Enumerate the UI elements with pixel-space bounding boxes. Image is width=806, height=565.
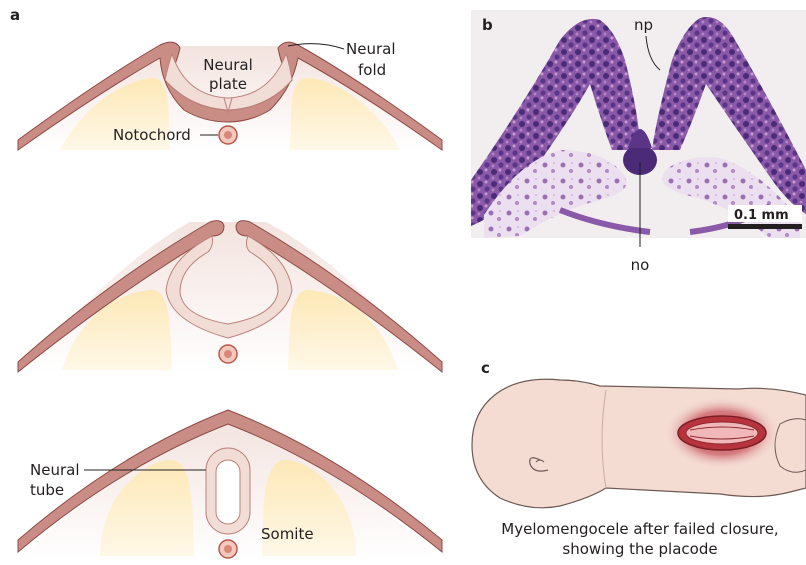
caption-line-2: showing the placode	[562, 540, 717, 558]
diagram-neural-plate: Neural plate Neural fold Notochord	[18, 40, 442, 150]
label-neural-tube-line1: Neural	[30, 461, 79, 479]
infant-buttock	[775, 419, 806, 473]
infant-illustration	[472, 379, 806, 508]
placode	[686, 422, 758, 444]
label-somite: Somite	[261, 525, 314, 543]
panel-b-letter: b	[482, 16, 493, 34]
diagram-neural-tube: Neural tube Somite	[18, 410, 442, 560]
histology-micrograph	[471, 10, 806, 238]
caption-line-1: Myelomengocele after failed closure,	[501, 520, 778, 538]
notochord-1-core	[224, 131, 232, 139]
label-no: no	[631, 256, 650, 274]
label-neural-plate-line2: plate	[209, 75, 247, 93]
scale-bar	[728, 224, 802, 229]
notochord-3-core	[224, 545, 232, 553]
label-np: np	[634, 16, 653, 34]
diagram-neural-groove	[18, 221, 442, 372]
panel-c-letter: c	[481, 359, 490, 377]
label-neural-plate-line1: Neural	[203, 56, 252, 74]
label-notochord: Notochord	[113, 126, 191, 144]
panel-a-letter: a	[10, 6, 20, 24]
notochord-2-core	[224, 350, 232, 358]
scale-bar-label: 0.1 mm	[734, 208, 789, 223]
label-neural-tube-line2: tube	[30, 481, 64, 499]
neural-tube-lumen	[216, 460, 240, 524]
label-neural-fold-line2: fold	[358, 61, 386, 79]
label-neural-fold-line1: Neural	[346, 40, 395, 58]
